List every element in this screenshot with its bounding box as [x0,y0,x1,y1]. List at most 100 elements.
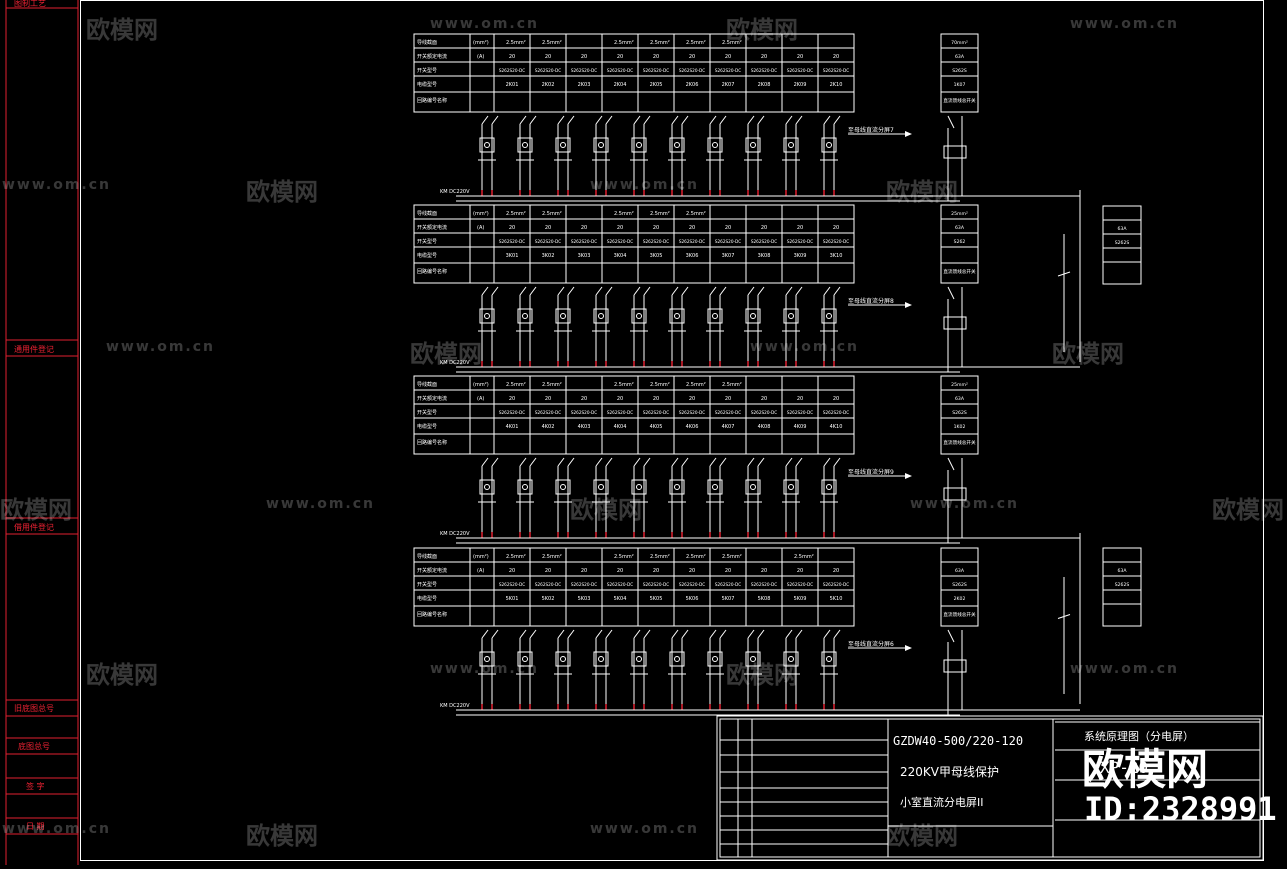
breaker-contact [823,457,831,467]
unit-label: (A) [477,54,484,60]
breaker-switch [706,286,727,367]
breaker-contact [747,115,755,125]
branch-table [413,375,855,455]
drawing-border [80,0,1264,861]
breaker-indicator [788,313,794,319]
breaker-body [631,308,647,324]
breaker-switch [630,286,651,367]
cell-value: 4K05 [650,424,663,430]
cell-value: 5K01 [506,596,519,602]
breaker-contact [605,457,613,467]
bus-tie-switch [1057,614,1071,619]
breaker-body [593,479,609,495]
incoming-cell: 63A [955,568,965,574]
breaker-contact [719,629,727,639]
breaker-switch [478,629,499,710]
breaker-switch [782,457,803,538]
breaker-contact [747,286,755,296]
row-label: 回路编号名称 [417,611,447,618]
cell-value: 20 [833,568,839,574]
cell-value: 5K05 [650,596,663,602]
cell-value: 2.5mm² [722,554,742,560]
strip-label-date: 日 期 [26,822,45,831]
branch-table [413,547,855,627]
cell-value: 4K04 [614,424,627,430]
cell-value: 2.5mm² [650,382,670,388]
incoming-cell: S262 [954,239,966,245]
title-block-frame [716,715,1264,861]
cell-value: S262S20-DC [679,239,705,244]
strip-label-borrowed-parts: 借用件登记 [14,523,54,532]
cell-value: 5K10 [830,596,843,602]
incoming-cell: 25mm² [951,211,968,217]
breaker-contact [595,629,603,639]
breaker-switch [592,115,613,196]
breaker-indicator [522,656,528,662]
cell-value: 20 [797,568,803,574]
cell-value: 20 [509,568,515,574]
breaker-contact [595,286,603,296]
cell-value: 20 [653,568,659,574]
breaker-switch [592,286,613,367]
breaker-contact [519,629,527,639]
cell-value: 3K04 [614,253,627,259]
strip-label-base-no: 底图总号 [18,742,50,751]
breaker-switch [630,629,651,710]
incoming-breaker-body [943,659,967,673]
cell-value: 2.5mm² [722,40,742,46]
breaker-switch [744,286,765,367]
title-block-line3: 小室直流分电屏II [900,796,984,809]
cell-value: 20 [581,396,587,402]
breaker-contact [671,115,679,125]
cell-value: 2.5mm² [506,40,526,46]
tie-cell: 63A [1118,568,1128,574]
breaker-contact [785,286,793,296]
breaker-switch [668,457,689,538]
tie-table [1102,547,1142,627]
breaker-indicator [636,656,642,662]
cell-value: 20 [689,225,695,231]
row-label: 电缆型号 [417,595,437,602]
cell-value: 3K09 [794,253,807,259]
row-label: 回路编号名称 [417,439,447,446]
cell-value: 2K04 [614,82,627,88]
cell-value: S262S20-DC [823,68,849,73]
breaker-contact [529,115,537,125]
strip-label-common-parts: 通用件登记 [14,345,54,354]
cell-value: 2K05 [650,82,663,88]
breaker-contact [671,286,679,296]
bus-label: KM DC220V [440,360,470,366]
cell-value: 3K03 [578,253,591,259]
breaker-indicator [636,484,642,490]
cell-value: 20 [653,54,659,60]
breaker-contact [633,115,641,125]
cell-value: S262S20-DC [607,239,633,244]
breaker-switch [516,629,537,710]
breaker-body [783,479,799,495]
breaker-contact [681,629,689,639]
breaker-body [707,651,723,667]
incoming-table [940,33,979,113]
breaker-indicator [712,313,718,319]
feeder-arrow-head [905,645,912,651]
breaker-body [745,137,761,153]
cell-value: S262S20-DC [715,239,741,244]
incoming-contact [947,286,955,300]
cell-value: 2.5mm² [506,211,526,217]
breaker-contact [709,286,717,296]
cell-value: S262S20-DC [679,68,705,73]
incoming-cell: S262S [952,68,967,74]
breaker-contact [557,629,565,639]
breaker-contact [519,115,527,125]
breaker-contact [529,286,537,296]
breaker-contact [643,286,651,296]
cell-value: 20 [653,225,659,231]
breaker-body [669,651,685,667]
breaker-indicator [788,656,794,662]
cell-value: 20 [545,54,551,60]
breaker-switch [820,115,841,196]
